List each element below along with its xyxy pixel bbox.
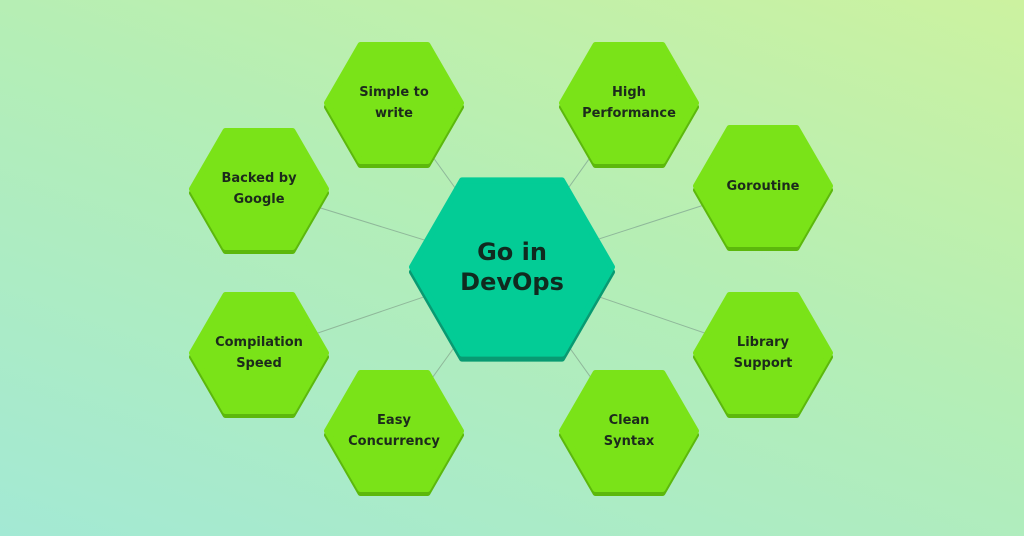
hexagon-easy-concurrency [324,370,464,492]
hexagon-high-performance [559,42,699,164]
center-hexagon [409,177,615,357]
hexagon-library-support [693,292,833,414]
hexagon-backed-by-google [189,128,329,250]
hexagon-simple-to-write [324,42,464,164]
hexagon-goroutine [693,125,833,247]
hexagon-shapes [189,42,833,496]
center-hexagon-label: Go in DevOps [460,238,564,296]
hexagon-clean-syntax [559,370,699,492]
hexagon-compilation-speed [189,292,329,414]
